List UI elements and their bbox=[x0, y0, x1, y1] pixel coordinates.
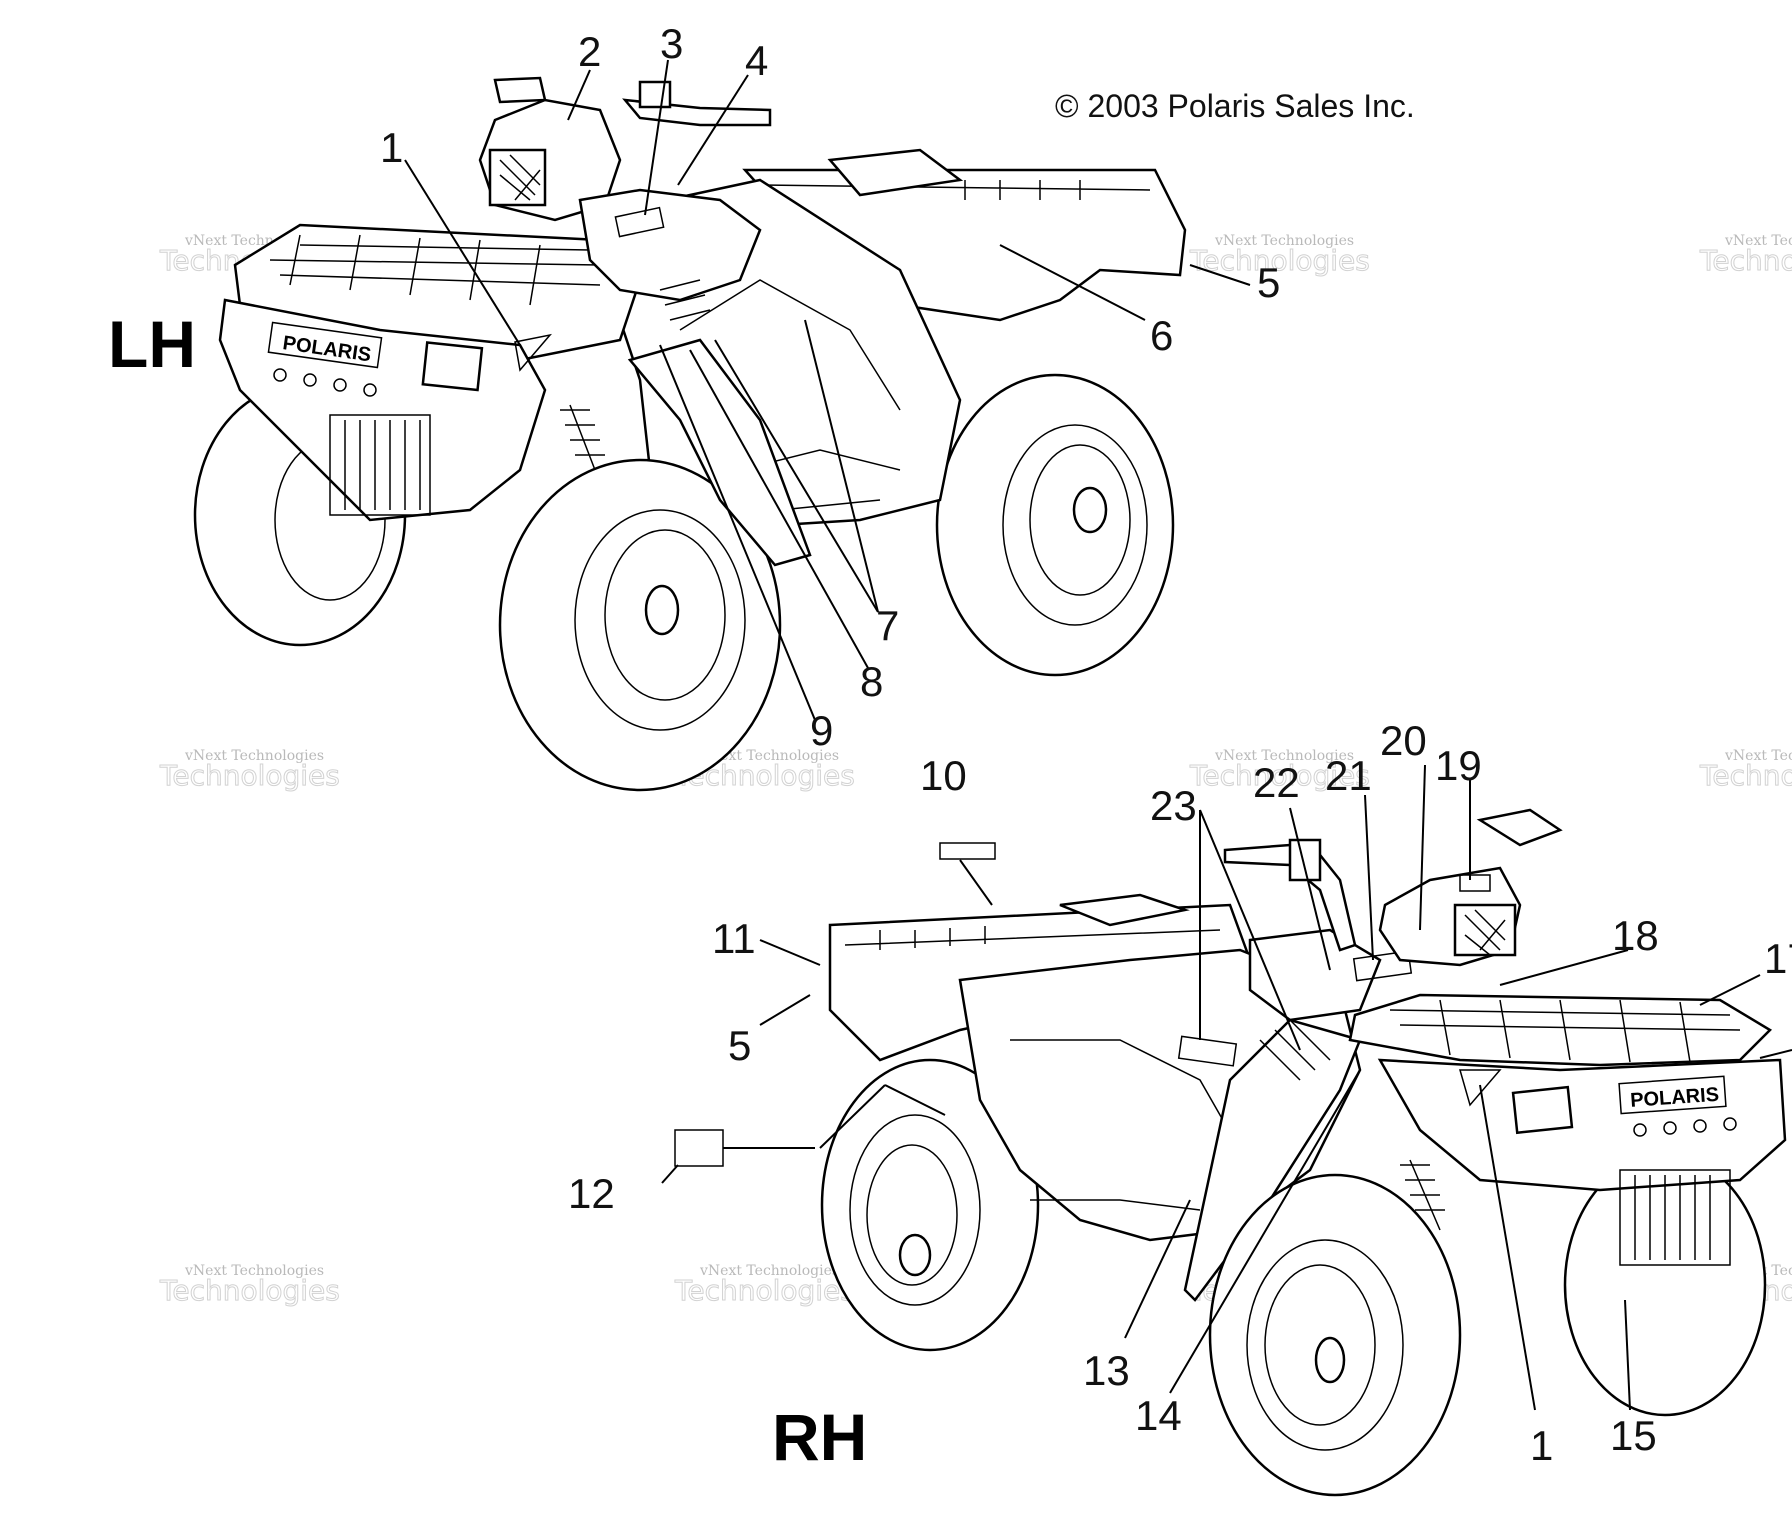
callout-rh-22: 22 bbox=[1253, 759, 1300, 806]
watermark-large: Technologies bbox=[159, 1274, 340, 1307]
watermark-small: vNext Technologies bbox=[1214, 233, 1354, 249]
rh-grille bbox=[1619, 1169, 1731, 1266]
callout-rh-17: 17 bbox=[1764, 935, 1792, 982]
callout-rh-1: 1 bbox=[1530, 1422, 1553, 1469]
rh-decal-10-sample bbox=[939, 842, 996, 860]
watermark-large: Technologies bbox=[674, 1274, 855, 1307]
callout-lh-3: 3 bbox=[660, 20, 683, 67]
watermark-small: vNext Technologies bbox=[1214, 748, 1354, 764]
watermark: Technologies vNext Technologies bbox=[1189, 748, 1371, 793]
atv-lh-drawing: POLARIS bbox=[193, 76, 1187, 792]
rh-decal-21 bbox=[1352, 950, 1413, 982]
rh-decal-12-sample bbox=[674, 1129, 724, 1167]
callout-lh-5: 5 bbox=[1257, 259, 1280, 306]
watermark-small: vNext Technologies bbox=[1724, 233, 1792, 249]
watermark: Technologies vNext Technologies bbox=[674, 1263, 856, 1308]
callout-lh-2: 2 bbox=[578, 28, 601, 75]
rh-seat bbox=[1059, 893, 1190, 927]
watermark-large: Technologies bbox=[1189, 759, 1370, 792]
rh-rear-wheel bbox=[820, 1058, 1040, 1352]
callout-lh-6: 6 bbox=[1150, 312, 1173, 359]
watermark-large: Technologies bbox=[159, 759, 340, 792]
lh-grille bbox=[329, 414, 431, 516]
rh-brake-reservoir bbox=[1288, 838, 1322, 882]
lh-callouts: 1 2 3 4 5 6 7 8 9 bbox=[380, 20, 1280, 754]
rh-decal-19 bbox=[1459, 874, 1491, 892]
callout-rh-21: 21 bbox=[1325, 752, 1372, 799]
rh-pod-light bbox=[1453, 903, 1517, 957]
watermark-small: vNext Technologies bbox=[699, 1263, 839, 1279]
watermark: Technologies vNext Technologies bbox=[1699, 233, 1792, 278]
lh-front-fender bbox=[627, 338, 812, 567]
callout-rh-10: 10 bbox=[920, 752, 967, 799]
rh-front-wheel bbox=[1208, 1173, 1462, 1497]
watermark: Technologies vNext Technologies bbox=[1699, 748, 1792, 793]
rh-front-rack bbox=[1348, 993, 1773, 1067]
callout-rh-12: 12 bbox=[568, 1170, 615, 1217]
callout-rh-23: 23 bbox=[1150, 782, 1197, 829]
lh-front-wheel bbox=[498, 458, 782, 792]
lh-decal-3 bbox=[614, 206, 665, 238]
rh-tank bbox=[1248, 928, 1382, 1022]
watermark-small: vNext Technologies bbox=[1724, 748, 1792, 764]
watermark-large: Technologies bbox=[1189, 244, 1370, 277]
watermark: Technologies vNext Technologies bbox=[1189, 233, 1371, 278]
lh-tank bbox=[578, 188, 762, 302]
callout-lh-4: 4 bbox=[745, 37, 768, 84]
rh-callouts: 10 11 5 12 13 14 1 15 17 18 19 20 21 22 … bbox=[568, 717, 1792, 1469]
lh-headlight bbox=[421, 341, 484, 392]
callout-lh-7: 7 bbox=[876, 602, 899, 649]
callout-rh-20: 20 bbox=[1380, 717, 1427, 764]
callout-lh-9: 9 bbox=[810, 707, 833, 754]
callout-rh-18: 18 bbox=[1612, 912, 1659, 959]
lh-decal-triangle bbox=[514, 333, 552, 372]
view-label-lh: LH bbox=[108, 307, 196, 381]
callout-rh-14: 14 bbox=[1135, 1392, 1182, 1439]
watermark: Technologies vNext Technologies bbox=[159, 748, 341, 793]
lh-rear-wheel bbox=[935, 373, 1175, 677]
callout-rh-15: 15 bbox=[1610, 1412, 1657, 1459]
lh-brake-reservoir bbox=[638, 80, 672, 109]
copyright-notice: © 2003 Polaris Sales Inc. bbox=[1055, 88, 1415, 124]
rh-mirror bbox=[1476, 808, 1563, 847]
callout-lh-1: 1 bbox=[380, 124, 403, 171]
rh-decal-23 bbox=[1177, 1035, 1238, 1067]
lh-seat bbox=[827, 148, 964, 197]
atv-rh-drawing: POLARIS bbox=[820, 808, 1787, 1497]
watermark: Technologies vNext Technologies bbox=[159, 1263, 341, 1308]
watermark-small: vNext Technologies bbox=[184, 748, 324, 764]
rh-front-fender bbox=[1183, 1018, 1362, 1302]
lh-mirror bbox=[493, 76, 547, 104]
lh-leader-lines bbox=[404, 59, 1251, 721]
callout-rh-13: 13 bbox=[1083, 1347, 1130, 1394]
watermark-small: vNext Technologies bbox=[184, 1263, 324, 1279]
callout-rh-5: 5 bbox=[728, 1022, 751, 1069]
watermark-small: vNext Technologies bbox=[699, 748, 839, 764]
rh-leader-lines bbox=[661, 764, 1792, 1411]
watermark-large: Technologies bbox=[1699, 759, 1792, 792]
callout-rh-19: 19 bbox=[1435, 742, 1482, 789]
watermark-large: Technologies bbox=[1699, 244, 1792, 277]
rh-headlight bbox=[1511, 1085, 1574, 1135]
view-label-rh: RH bbox=[772, 1400, 867, 1474]
rh-decal-triangle bbox=[1459, 1069, 1502, 1107]
callout-rh-11: 11 bbox=[712, 915, 756, 962]
callout-lh-8: 8 bbox=[860, 658, 883, 705]
